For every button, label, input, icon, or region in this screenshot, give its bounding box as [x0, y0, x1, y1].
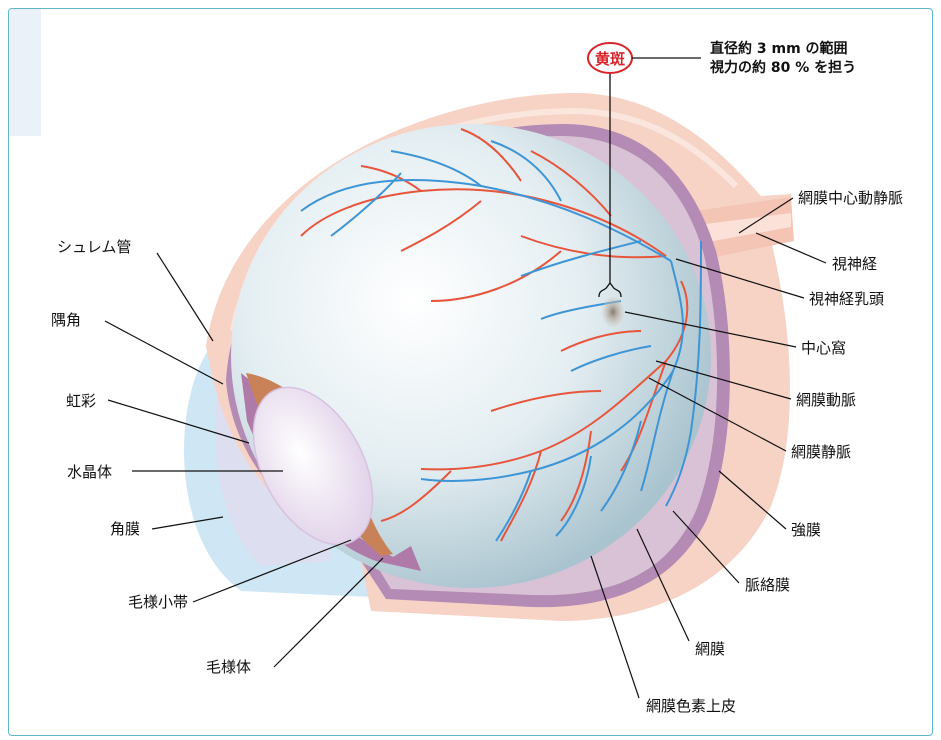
- label-fovea: 中心窩: [801, 340, 846, 357]
- label-cornea: 角膜: [110, 521, 140, 538]
- label-zonule: 毛様小帯: [128, 594, 188, 611]
- macula-note-line1: 直径約 3 mm の範囲: [710, 40, 848, 57]
- label-central-retinal-vessels: 網膜中心動静脈: [798, 190, 903, 207]
- label-optic-nerve: 視神経: [832, 256, 877, 273]
- label-choroid: 脈絡膜: [745, 577, 790, 594]
- diagram-frame: 黄斑 直径約 3 mm の範囲 視力の約 80 % を担う 網膜中心動静脈 視神…: [8, 8, 933, 736]
- label-sclera: 強膜: [791, 522, 821, 539]
- macula-badge: 黄斑: [595, 50, 625, 68]
- label-rpe: 網膜色素上皮: [646, 698, 736, 715]
- eye-cross-section-diagram: 黄斑 直径約 3 mm の範囲 視力の約 80 % を担う 網膜中心動静脈 視神…: [9, 9, 933, 736]
- label-ciliary-body: 毛様体: [206, 659, 251, 676]
- label-retinal-artery: 網膜動脈: [796, 392, 856, 409]
- label-lens: 水晶体: [67, 464, 112, 481]
- label-retinal-vein: 網膜静脈: [791, 444, 851, 461]
- label-iris: 虹彩: [66, 393, 96, 410]
- label-retina: 網膜: [695, 641, 725, 658]
- macula-note-line2: 視力の約 80 % を担う: [709, 59, 856, 76]
- fovea-spot: [602, 297, 624, 327]
- label-optic-disc: 視神経乳頭: [809, 291, 884, 308]
- label-angle: 隅角: [51, 312, 81, 329]
- label-schlemm-canal: シュレム管: [57, 239, 131, 256]
